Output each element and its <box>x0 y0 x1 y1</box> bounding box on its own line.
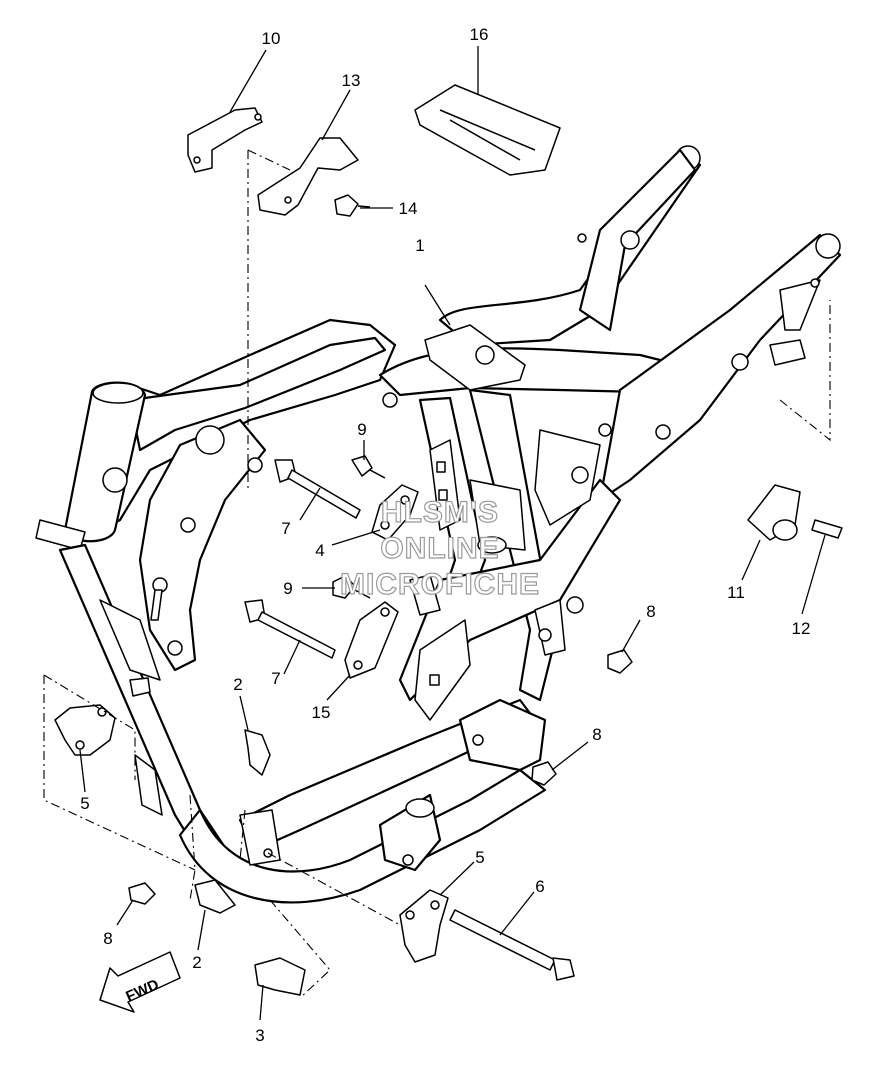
callout-5-right: 5 <box>475 848 484 867</box>
callout-14: 14 <box>399 199 418 218</box>
callout-7-upper: 7 <box>281 519 290 538</box>
part-6-bolt <box>449 909 575 981</box>
callout-2-lower: 2 <box>192 953 201 972</box>
part-2-clamp-b <box>194 879 236 914</box>
callout-11: 11 <box>727 583 745 602</box>
callout-16: 16 <box>470 25 489 44</box>
watermark: HLSM'S ONLINE MICROFICHE <box>339 495 540 601</box>
watermark-line-2: ONLINE <box>380 532 499 565</box>
callout-12: 12 <box>792 619 811 638</box>
part-8-nut-a <box>607 649 633 674</box>
main-frame <box>35 145 842 904</box>
part-3-clamp <box>254 957 306 996</box>
callout-1: 1 <box>415 236 424 255</box>
callout-8-right: 8 <box>646 602 655 621</box>
callout-13: 13 <box>342 71 361 90</box>
reference-lines <box>43 149 831 999</box>
watermark-line-3: MICROFICHE <box>340 568 540 601</box>
part-13-bracket <box>257 137 359 216</box>
callout-9-lower: 9 <box>283 579 292 598</box>
fwd-arrow-icon: FWD <box>99 951 181 1013</box>
callout-8-middle: 8 <box>592 725 601 744</box>
part-11-damper <box>747 484 801 541</box>
part-7-bolt-lower <box>244 599 336 659</box>
part-10-bracket <box>187 107 263 173</box>
part-16-pad <box>414 84 561 176</box>
part-8-nut-c <box>128 882 156 905</box>
part-8-nut-b <box>531 761 557 786</box>
callout-8-left: 8 <box>103 929 112 948</box>
callout-5-left: 5 <box>80 794 89 813</box>
part-9-bolt-upper <box>351 455 386 479</box>
part-9-bolt-lower <box>332 575 371 599</box>
part-5-plate-right <box>399 889 449 963</box>
part-12-bolt <box>811 519 843 539</box>
part-7-bolt-upper <box>274 459 361 519</box>
callout-10: 10 <box>262 29 281 48</box>
watermark-line-1: HLSM'S <box>381 496 499 529</box>
callout-2-upper: 2 <box>233 675 242 694</box>
callout-4: 4 <box>315 541 324 560</box>
callout-labels: 10 16 13 14 1 9 7 4 9 7 15 8 11 12 2 5 8… <box>80 25 810 1045</box>
part-5-plate-left <box>54 704 116 756</box>
part-15-plate <box>344 601 399 679</box>
callout-6: 6 <box>535 877 544 896</box>
part-14-bolt <box>334 194 371 217</box>
callout-15: 15 <box>312 703 331 722</box>
part-2-clamp-a <box>244 729 271 776</box>
leader-lines <box>79 46 826 1021</box>
callout-9-upper: 9 <box>357 420 366 439</box>
callout-7-lower: 7 <box>271 669 280 688</box>
callout-3: 3 <box>255 1026 264 1045</box>
